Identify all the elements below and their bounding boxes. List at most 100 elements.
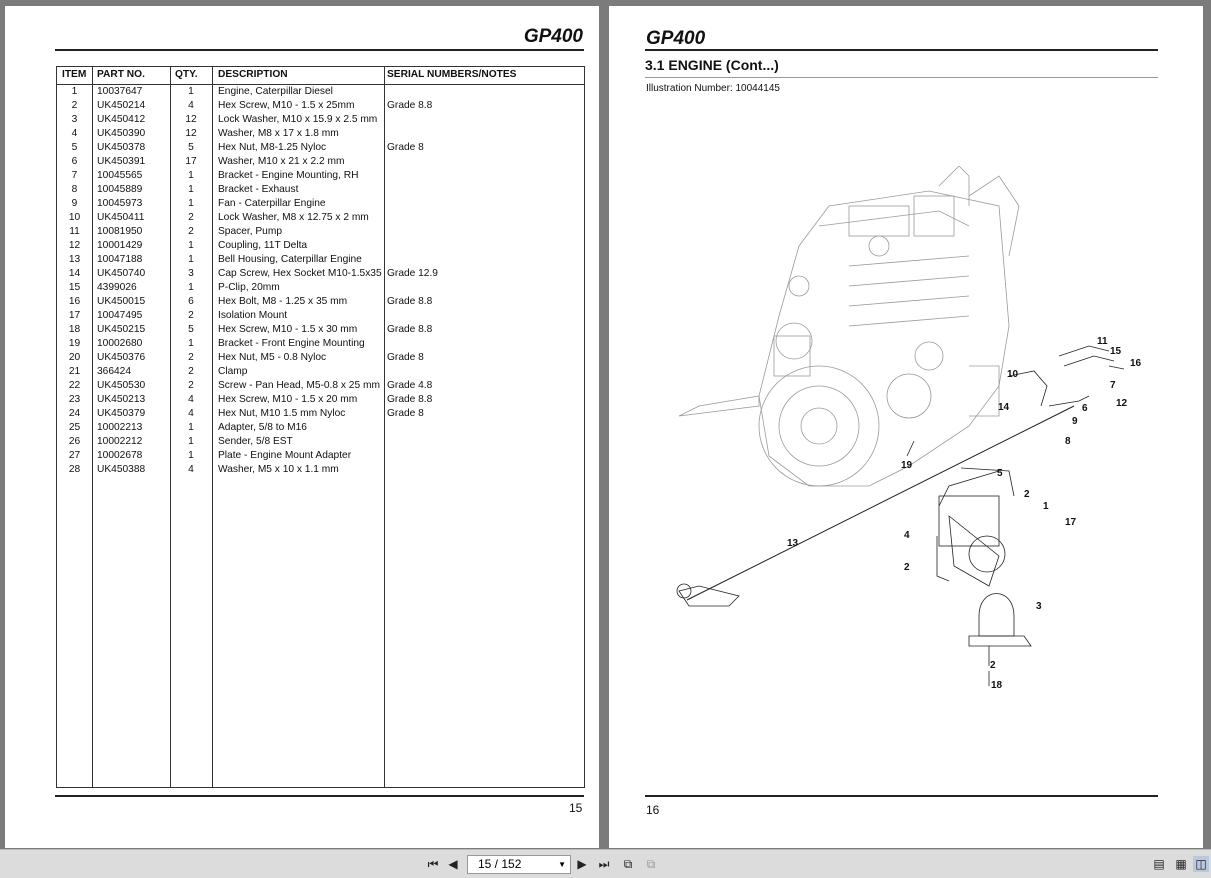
illustration-number: Illustration Number: 10044145: [646, 83, 780, 94]
table-cell: Bracket - Engine Mounting, RH: [218, 170, 359, 181]
table-cell: 10002212: [97, 436, 143, 447]
table-cell: 5: [71, 142, 78, 153]
table-cell: 1: [188, 254, 194, 265]
table-cell: Grade 8: [387, 408, 424, 419]
table-cell: 23: [68, 394, 81, 405]
prev-page-icon[interactable]: ◀: [448, 857, 458, 871]
table-cell: 1: [188, 86, 194, 97]
table-header-cell: QTY.: [175, 69, 198, 80]
header-rule: [645, 49, 1158, 51]
table-cell: 1: [188, 450, 194, 461]
table-cell: Isolation Mount: [218, 310, 288, 321]
header-rule: [55, 49, 584, 51]
table-cell: Hex Nut, M10 1.5 mm Nyloc: [218, 408, 346, 419]
table-cell: 1: [188, 198, 194, 209]
table-cell: 12: [185, 128, 197, 139]
table-cell: 10037647: [97, 86, 143, 97]
callout-6: 6: [1082, 403, 1088, 414]
table-cell: UK450388: [97, 464, 146, 475]
table-cell: 15: [68, 282, 81, 293]
table-cell: Coupling, 11T Delta: [218, 240, 308, 251]
table-cell: 2: [188, 226, 194, 237]
table-cell: UK450391: [97, 156, 146, 167]
table-cell: Washer, M8 x 17 x 1.8 mm: [218, 128, 339, 139]
continuous-view-icon[interactable]: ▦: [1175, 857, 1187, 871]
table-cell: Grade 8.8: [387, 100, 433, 111]
callout-numbers: 11 15 16 7 6 12 10 14 9 8 19 5 2 1 17 4 …: [787, 336, 1142, 691]
table-cell: 10002213: [97, 422, 143, 433]
table-cell: 20: [68, 352, 81, 363]
table-cell: Bracket - Front Engine Mounting: [218, 338, 365, 349]
callout-leaders: [676, 345, 1125, 686]
table-cell: 1: [188, 240, 194, 251]
table-cell: UK450411: [97, 212, 145, 223]
table-cell: 27: [68, 450, 81, 461]
paste-page-icon[interactable]: ⧉: [646, 857, 656, 871]
copy-page-icon[interactable]: ⧉: [623, 857, 633, 871]
page-indicator: 15 / 152: [478, 857, 522, 871]
page-header-model: GP400: [523, 26, 583, 47]
table-cell: 28: [68, 464, 81, 475]
table-cell: 4: [188, 394, 194, 405]
callout-7: 7: [1110, 380, 1116, 391]
section-title: 3.1 ENGINE (Cont...): [645, 57, 779, 73]
section-rule: [645, 77, 1158, 78]
table-cell: Grade 8.8: [387, 324, 433, 335]
table-cell: UK450213: [97, 394, 146, 405]
engine-exploded-diagram: 11 15 16 7 6 12 10 14 9 8 19 5 2 1 17 4 …: [676, 166, 1142, 691]
two-page-view-icon[interactable]: ◫: [1193, 856, 1209, 872]
callout-19: 19: [901, 460, 913, 471]
table-cell: 10081950: [97, 226, 143, 237]
table-cell: 1: [188, 170, 194, 181]
page-number: 16: [646, 803, 660, 817]
table-cell: Grade 8: [387, 352, 424, 363]
table-cell: Plate - Engine Mount Adapter: [218, 450, 352, 461]
table-cell: UK450740: [97, 268, 146, 279]
table-cell: Hex Nut, M8-1.25 Nyloc: [218, 142, 327, 153]
callout-12: 12: [1116, 398, 1128, 409]
table-cell: 21: [68, 366, 81, 377]
table-cell: 3: [188, 268, 194, 279]
table-cell: Sender, 5/8 EST: [218, 436, 293, 447]
table-cell: Engine, Caterpillar Diesel: [218, 86, 333, 97]
table-cell: 3: [71, 114, 78, 125]
table-cell: 9: [71, 198, 78, 209]
last-page-icon[interactable]: ⏭: [598, 857, 610, 871]
first-page-icon[interactable]: ⏮: [427, 857, 439, 871]
table-cell: 10001429: [97, 240, 143, 251]
table-cell: 24: [68, 408, 81, 419]
table-cell: UK450379: [97, 408, 146, 419]
footer-rule: [55, 795, 584, 797]
table-header-row: [57, 67, 584, 85]
table-cell: 4399026: [97, 282, 137, 293]
table-cell: 1: [71, 86, 78, 97]
table-cell: UK450015: [97, 296, 146, 307]
table-cell: 10002678: [97, 450, 143, 461]
table-cell: UK450530: [97, 380, 146, 391]
callout-16: 16: [1130, 358, 1142, 369]
callout-10: 10: [1007, 369, 1019, 380]
table-cell: 12: [68, 240, 81, 251]
table-cell: Clamp: [218, 366, 248, 377]
table-cell: 17: [185, 156, 197, 167]
table-header-cell: DESCRIPTION: [218, 69, 288, 80]
next-page-icon[interactable]: ▶: [577, 857, 587, 871]
table-cell: UK450390: [97, 128, 146, 139]
table-cell: Grade 8.8: [387, 296, 433, 307]
table-cell: 1: [188, 282, 194, 293]
table-cell: 2: [188, 366, 194, 377]
callout-11: 11: [1097, 336, 1108, 347]
table-cell: 22: [68, 380, 81, 391]
single-page-view-icon[interactable]: ▤: [1153, 857, 1165, 871]
table-cell: 4: [71, 128, 78, 139]
table-cell: 10002680: [97, 338, 143, 349]
table-cell: Spacer, Pump: [218, 226, 282, 237]
table-cell: Grade 4.8: [387, 380, 433, 391]
table-cell: Grade 8: [387, 142, 424, 153]
table-cell: 2: [188, 380, 194, 391]
table-cell: 5: [188, 142, 194, 153]
table-cell: 26: [68, 436, 81, 447]
table-cell: 11: [69, 226, 80, 237]
page-number-select[interactable]: 15 / 152 ▼: [467, 855, 571, 874]
